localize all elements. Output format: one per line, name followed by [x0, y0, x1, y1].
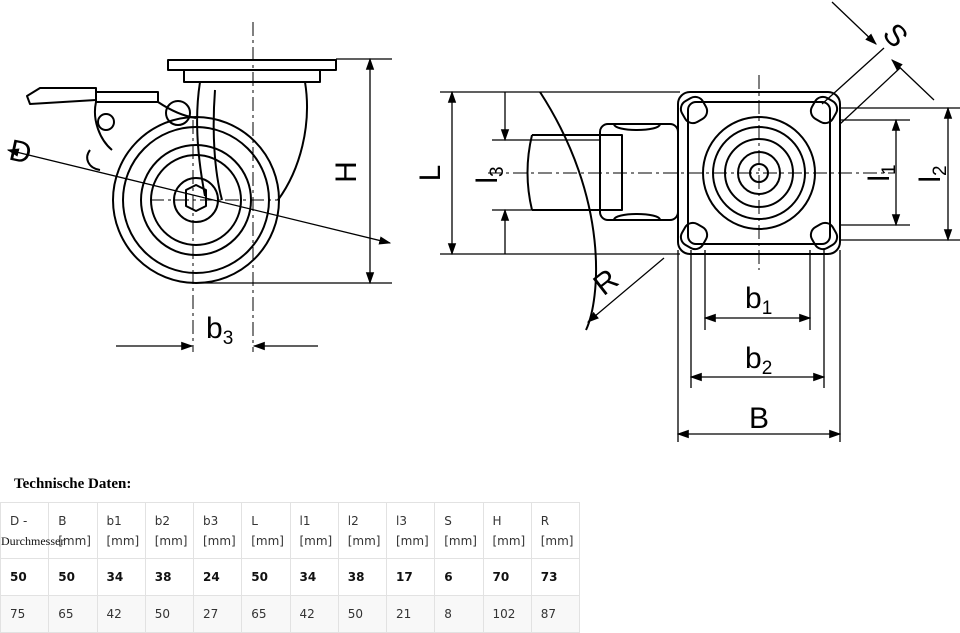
header-r: R[mm]: [530, 502, 581, 559]
label-b3: b3: [206, 312, 233, 349]
side-view: [26, 59, 337, 284]
header-b2: b2[mm]: [144, 502, 195, 559]
table-cell: 27: [192, 595, 243, 633]
header-h: H[mm]: [482, 502, 532, 559]
header-l2: l2[mm]: [337, 502, 388, 559]
label-s: S: [876, 17, 914, 54]
table-cell: 34: [289, 558, 339, 596]
label-b1: b1: [745, 282, 772, 319]
table-cell: 24: [192, 558, 243, 596]
table-cell: 50: [48, 558, 98, 596]
table-cell: 17: [385, 558, 436, 596]
header-l3: l3[mm]: [385, 502, 436, 559]
technical-drawing: D H b3: [6, 1, 960, 442]
table-cell: 42: [289, 595, 339, 633]
table-cell: 65: [48, 595, 98, 633]
table-cell: 38: [144, 558, 195, 596]
table-row: 50 50 34 38 24 50 34 38 17 6 70 73: [0, 558, 581, 596]
header-l: L[mm]: [241, 502, 291, 559]
table-cell: 50: [144, 595, 195, 633]
dimension-d: [6, 148, 392, 245]
table-row: 75 65 42 50 27 65 42 50 21 8 102 87: [0, 595, 581, 633]
table-cell: 8: [434, 595, 484, 633]
table-cell: 102: [482, 595, 532, 633]
top-view-dimensions: [440, 1, 960, 442]
header-d: D -Durchmesser: [0, 502, 64, 559]
table-cell: 42: [96, 595, 146, 633]
table-cell: 6: [434, 558, 484, 596]
top-view: [526, 91, 841, 331]
header-b1: b1[mm]: [96, 502, 146, 559]
section-title: Technische Daten:: [14, 476, 132, 492]
table-cell: 50: [241, 558, 291, 596]
header-b3: b3[mm]: [192, 502, 243, 559]
header-b: B[mm]: [48, 502, 98, 559]
table-cell: 75: [0, 595, 50, 633]
table-cell: 87: [530, 595, 581, 633]
label-l3: l3: [471, 166, 508, 183]
header-l1: l1[mm]: [289, 502, 339, 559]
table-cell: 73: [530, 558, 581, 596]
dimension-h: [196, 57, 392, 285]
label-b: B: [749, 402, 769, 435]
label-b2: b2: [745, 342, 772, 379]
table-cell: 65: [241, 595, 291, 633]
table-header-row: D -Durchmesser B[mm] b1[mm] b2[mm] b3[mm…: [0, 502, 581, 559]
table-cell: 50: [0, 558, 50, 596]
top-view-centerlines: [488, 75, 895, 270]
label-d: D: [6, 134, 34, 171]
technical-data-table: D -Durchmesser B[mm] b1[mm] b2[mm] b3[mm…: [0, 502, 581, 633]
label-l1: l1: [863, 164, 900, 181]
table-cell: 70: [482, 558, 532, 596]
label-h: H: [330, 161, 363, 183]
side-view-centerlines: [150, 22, 280, 352]
header-s: S[mm]: [434, 502, 484, 559]
label-l2: l2: [914, 165, 951, 182]
table-cell: 38: [337, 558, 388, 596]
label-l: L: [414, 165, 447, 182]
table-cell: 21: [385, 595, 436, 633]
table-cell: 34: [96, 558, 146, 596]
table-cell: 50: [337, 595, 388, 633]
